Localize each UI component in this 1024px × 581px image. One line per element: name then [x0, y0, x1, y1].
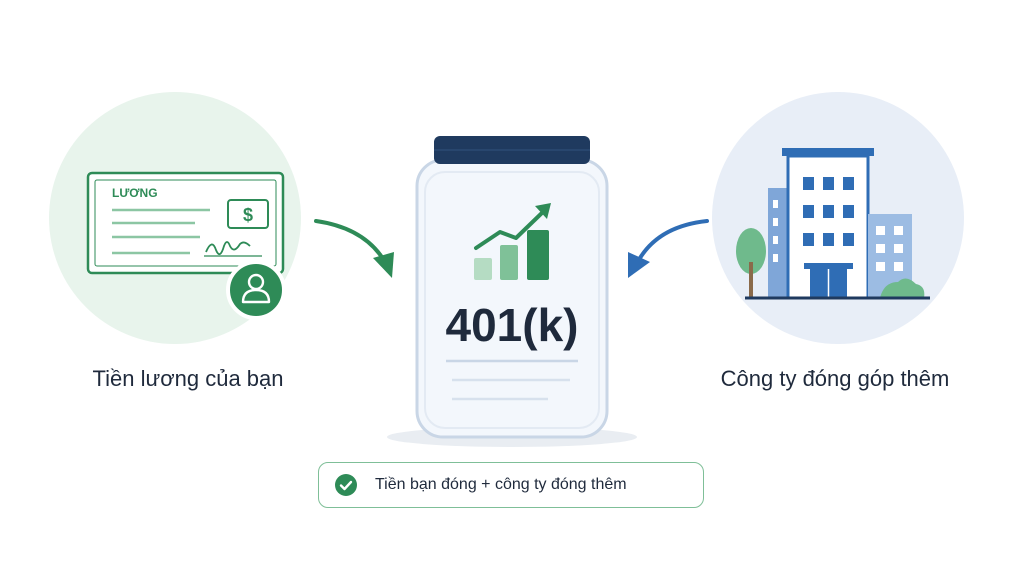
salary-group: LƯƠNG $: [49, 92, 301, 344]
check-circle-icon: [335, 474, 357, 496]
growth-chart-icon: [474, 203, 551, 280]
employer-caption: Công ty đóng góp thêm: [720, 366, 950, 391]
currency-symbol: $: [243, 205, 253, 225]
employer-group: [712, 92, 964, 344]
summary-text: Tiền bạn đóng + công ty đóng thêm: [375, 476, 627, 493]
paycheck-icon: LƯƠNG $: [86, 171, 285, 275]
employer-arrow: [628, 219, 709, 278]
check-title: LƯƠNG: [112, 186, 158, 200]
office-building-icon: [736, 148, 930, 300]
user-icon: [226, 260, 286, 320]
salary-arrow: [314, 219, 394, 278]
salary-caption: Tiền lương của bạn: [92, 366, 284, 391]
jar-group: 401(k): [387, 136, 637, 447]
jar-label: 401(k): [446, 299, 579, 351]
summary-box: Tiền bạn đóng + công ty đóng thêm: [318, 462, 704, 508]
